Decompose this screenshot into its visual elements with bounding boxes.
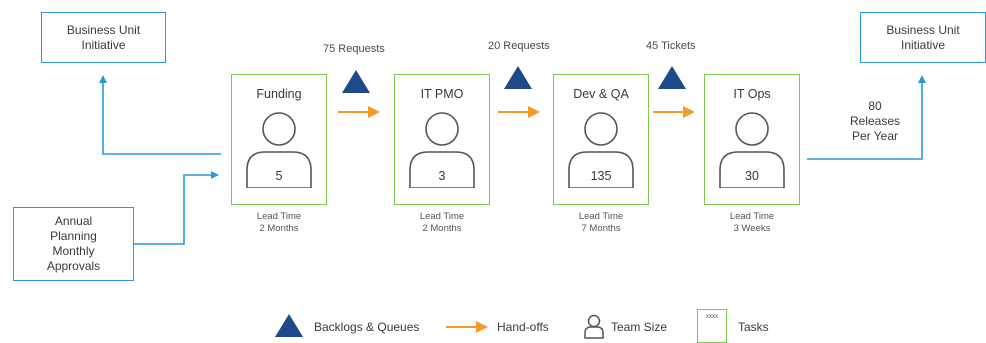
legend-task-box-text: xxxx xyxy=(706,314,718,320)
queue-label-requests-2: 20 Requests xyxy=(488,40,550,52)
business-unit-right-label: Business Unit Initiative xyxy=(886,22,960,52)
legend-team-size-label: Team Size xyxy=(611,320,668,334)
stage-title: Dev & QA xyxy=(573,87,629,101)
handoff-arrow-2 xyxy=(498,106,540,118)
legend-triangle-icon xyxy=(275,314,303,337)
lead-time-label: Lead Time xyxy=(729,211,775,222)
legend-tasks-label: Tasks xyxy=(738,320,769,334)
lead-time-value: 2 Months xyxy=(422,223,462,234)
team-person-icon xyxy=(409,112,475,188)
team-person-icon xyxy=(246,112,312,188)
lead-time-value: 3 Weeks xyxy=(733,223,771,234)
team-size-value: 135 xyxy=(590,169,612,183)
team-size-value: 5 xyxy=(275,169,283,183)
lead-time-value: 2 Months xyxy=(259,223,299,234)
stage-title: IT Ops xyxy=(733,87,771,101)
legend-task-box-icon: xxxx xyxy=(697,309,727,343)
queue-label-tickets: 45 Tickets xyxy=(646,40,696,52)
team-size-value: 3 xyxy=(438,169,446,183)
lead-time-value: 7 Months xyxy=(581,223,621,234)
stage-dev-qa: Dev & QA 135 xyxy=(553,74,649,205)
planning-box: Annual Planning Monthly Approvals xyxy=(13,207,134,281)
lead-time-dev-qa: Lead Time 7 Months xyxy=(546,211,656,235)
stage-title: Funding xyxy=(256,87,302,101)
business-unit-left-box: Business Unit Initiative xyxy=(41,12,166,63)
team-size-value: 30 xyxy=(745,169,759,183)
lead-time-label: Lead Time xyxy=(419,211,465,222)
backlog-triangle-1 xyxy=(342,70,370,93)
stage-it-ops: IT Ops 30 xyxy=(704,74,800,205)
legend-handoff-arrow-icon xyxy=(446,321,488,333)
stage-title: IT PMO xyxy=(420,87,464,101)
legend-handoffs-label: Hand-offs xyxy=(497,320,549,334)
backlog-triangle-3 xyxy=(658,66,686,89)
lead-time-funding: Lead Time 2 Months xyxy=(224,211,334,235)
connector-planning-to-funding xyxy=(134,171,219,245)
business-unit-right-box: Business Unit Initiative xyxy=(860,12,986,63)
backlog-triangle-2 xyxy=(504,66,532,89)
handoff-arrow-1 xyxy=(338,106,380,118)
handoff-arrow-3 xyxy=(653,106,695,118)
team-person-icon xyxy=(719,112,785,188)
business-unit-left-label: Business Unit Initiative xyxy=(66,22,141,52)
legend-person-icon xyxy=(584,314,604,339)
lead-time-label: Lead Time xyxy=(578,211,624,222)
connector-funding-to-business-unit xyxy=(99,75,221,155)
stage-it-pmo: IT PMO 3 xyxy=(394,74,490,205)
legend-backlogs-label: Backlogs & Queues xyxy=(314,320,420,334)
releases-per-year-label: 80 Releases Per Year xyxy=(849,99,901,143)
team-person-icon xyxy=(568,112,634,188)
queue-label-requests-1: 75 Requests xyxy=(323,43,385,55)
planning-label: Annual Planning Monthly Approvals xyxy=(46,214,101,273)
lead-time-it-ops: Lead Time 3 Weeks xyxy=(697,211,807,235)
stage-funding: Funding 5 xyxy=(231,74,327,205)
connector-it-ops-to-business-unit xyxy=(807,75,926,160)
lead-time-it-pmo: Lead Time 2 Months xyxy=(387,211,497,235)
lead-time-label: Lead Time xyxy=(256,211,302,222)
